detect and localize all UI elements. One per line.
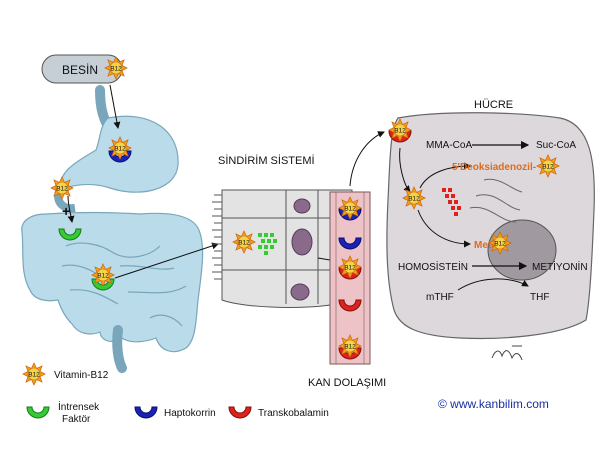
credit-link[interactable]: © www.kanbilim.com xyxy=(438,397,549,411)
arrow-ileum-to-enterocyte xyxy=(114,242,219,279)
thf-label: THF xyxy=(530,292,549,303)
legend-intrinsic-factor-icon xyxy=(26,406,50,419)
legend-intrinsic-label-1: İntrensek xyxy=(58,400,100,413)
legend-haptocorrin-icon xyxy=(134,406,158,419)
legend-b12-icon xyxy=(22,362,46,386)
homocysteine-label: HOMOSİSTEİN xyxy=(398,260,468,273)
cell-label: HÜCRE xyxy=(474,99,513,111)
b12-star-food xyxy=(104,56,128,80)
methionine-label: METİYONİN xyxy=(532,260,588,273)
b12-star-stomach xyxy=(108,136,132,160)
b12-star-cell-free xyxy=(402,186,426,210)
legend-haptocorrin-label: Haptokorrin xyxy=(164,408,216,419)
blood-circulation-label: KAN DOLAŞIMI xyxy=(308,377,386,389)
enterocyte-section xyxy=(212,189,353,308)
food-label: BESİN xyxy=(62,63,98,77)
b12-star-methyl xyxy=(488,231,512,255)
b12-star-blood-2 xyxy=(338,255,362,279)
b12-star-blood-3 xyxy=(338,334,362,358)
plus-sign: + xyxy=(62,203,70,219)
deoxyadenosyl-label: 5'Deoksiadenozil- xyxy=(452,162,536,173)
arrow-to-methyl xyxy=(417,209,471,248)
legend-transcobalamin-label: Transkobalamin xyxy=(258,408,329,419)
b12-star-blood-1 xyxy=(338,196,362,220)
b12-star-cell-entry xyxy=(388,118,412,142)
arrow-blood-to-cell xyxy=(349,131,385,187)
arrow-to-adenosyl xyxy=(419,162,471,189)
b12-star-enterocyte xyxy=(232,230,256,254)
arrow-food-to-stomach xyxy=(109,84,121,129)
arrow-cell-entry xyxy=(399,147,411,193)
food-capsule: BESİN xyxy=(41,54,123,84)
suc-coa-label: Suc-CoA xyxy=(536,140,576,151)
legend-transcobalamin-icon xyxy=(228,406,252,419)
b12-star-adenosyl xyxy=(536,154,560,178)
mthf-label: mTHF xyxy=(426,292,454,303)
mma-coa-label: MMA-CoA xyxy=(426,140,472,151)
legend: Vitamin-B12 İntrensek Faktör Haptokorrin… xyxy=(22,362,329,425)
legend-intrinsic-label-2: Faktör xyxy=(62,414,91,425)
arrow-mthf-to-thf xyxy=(457,278,529,291)
digestive-tract xyxy=(21,85,204,373)
artist-signature xyxy=(491,345,523,361)
digestive-system-label: SİNDİRİM SİSTEMİ xyxy=(218,154,315,167)
methyl-label: Metil- xyxy=(474,240,500,251)
arrow-b12-to-if xyxy=(67,195,75,223)
legend-vitamin-label: Vitamin-B12 xyxy=(54,370,109,381)
b12-star-released xyxy=(50,176,74,200)
b12-star-ileum xyxy=(91,263,115,287)
